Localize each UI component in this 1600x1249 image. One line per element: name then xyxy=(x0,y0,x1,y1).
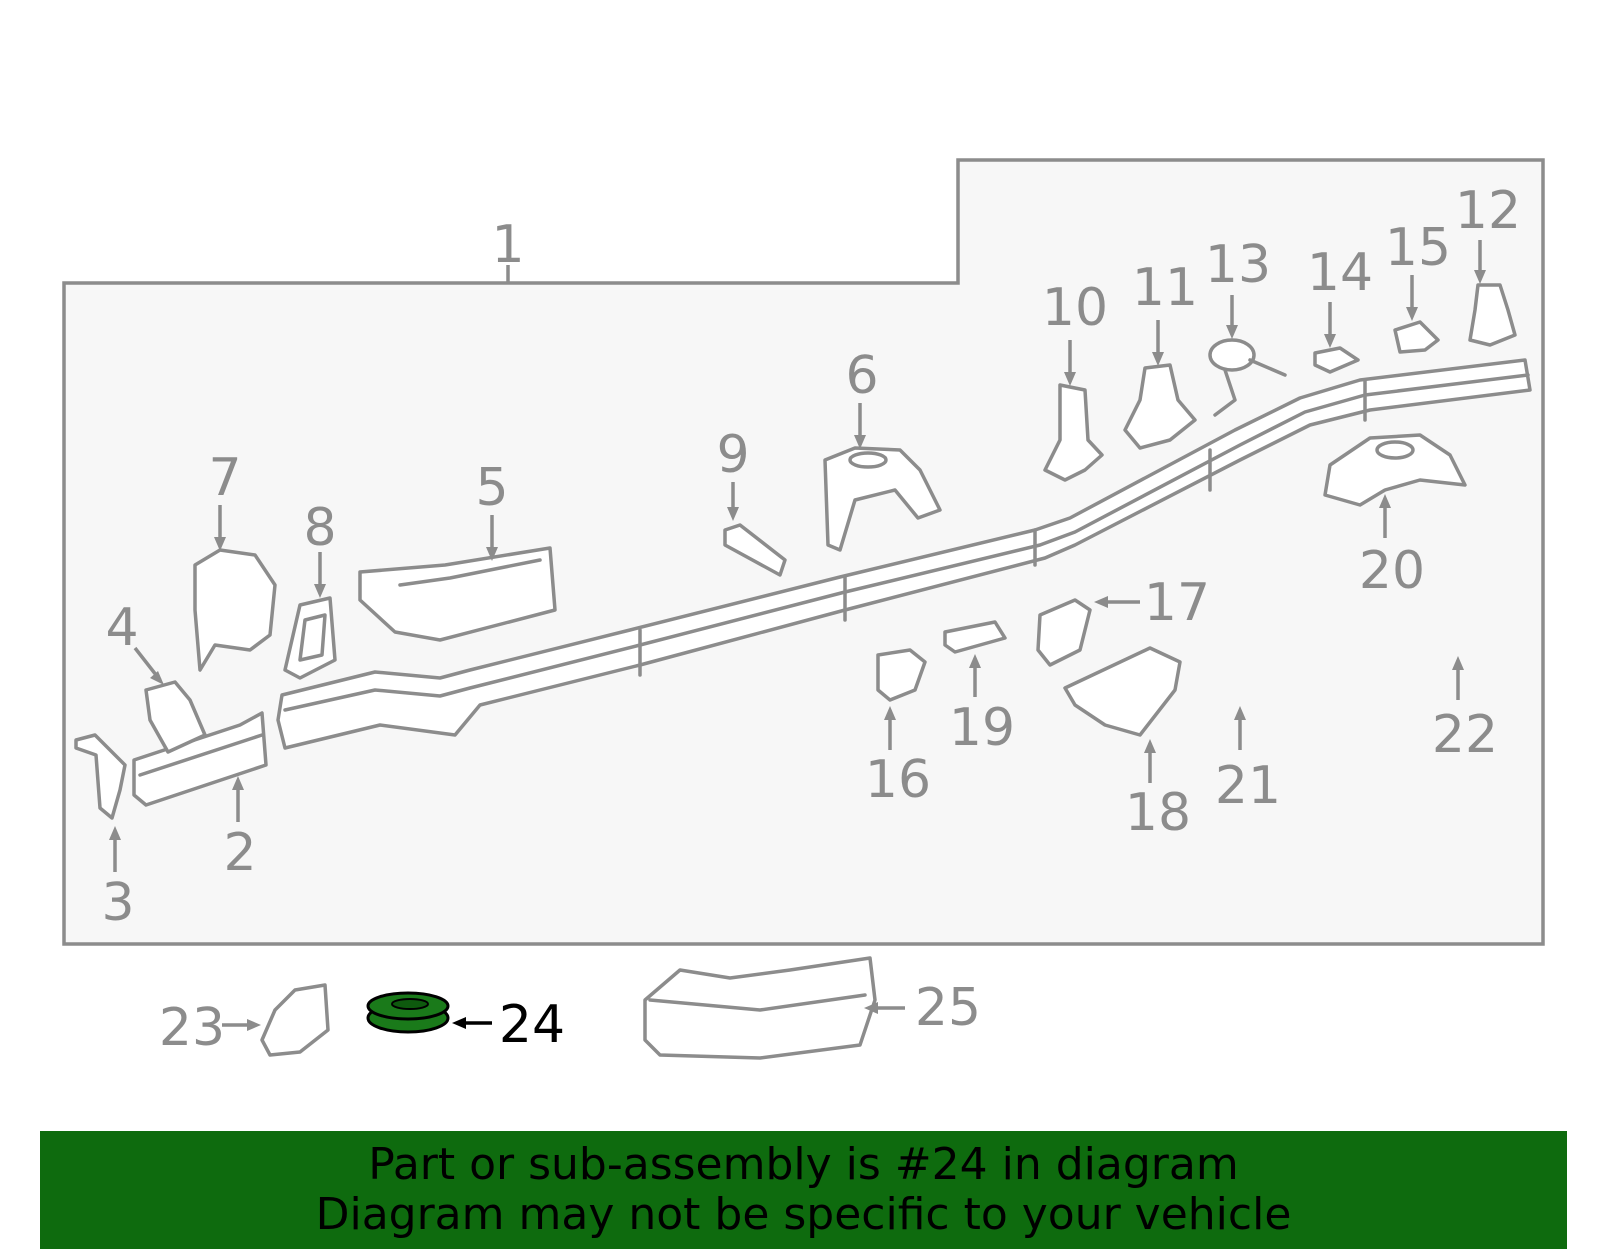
part-4[interactable] xyxy=(144,680,207,754)
callout-8: 8 xyxy=(303,498,336,558)
part-13[interactable] xyxy=(1208,338,1287,417)
part-2[interactable] xyxy=(132,711,268,807)
callout-2: 2 xyxy=(223,823,256,883)
callout-17: 17 xyxy=(1144,573,1210,633)
part-21[interactable] xyxy=(1232,625,1333,698)
part-9[interactable] xyxy=(723,523,787,577)
callout-19: 19 xyxy=(949,698,1015,758)
callout-7: 7 xyxy=(208,448,241,508)
part-25[interactable] xyxy=(643,956,877,1060)
callout-1: 1 xyxy=(491,215,524,275)
callout-18: 18 xyxy=(1125,783,1191,843)
part-5[interactable] xyxy=(358,546,557,642)
callout-12: 12 xyxy=(1455,181,1521,241)
part-20[interactable] xyxy=(1323,433,1467,507)
callout-9: 9 xyxy=(716,425,749,485)
banner-line-2: Diagram may not be specific to your vehi… xyxy=(315,1189,1292,1240)
callout-6: 6 xyxy=(845,346,878,406)
callout-10: 10 xyxy=(1042,278,1108,338)
part-7[interactable] xyxy=(193,548,277,672)
part-17[interactable] xyxy=(1036,598,1092,667)
part-11[interactable] xyxy=(1123,363,1197,450)
part-16[interactable] xyxy=(876,648,927,702)
part-24-highlighted[interactable] xyxy=(366,991,450,1034)
callout-24: 24 xyxy=(499,995,565,1055)
part-19[interactable] xyxy=(943,620,1007,654)
callout-14: 14 xyxy=(1307,243,1373,303)
callout-15: 15 xyxy=(1385,218,1451,278)
part-14[interactable] xyxy=(1313,346,1360,374)
part-15[interactable] xyxy=(1393,320,1440,354)
part-12[interactable] xyxy=(1468,283,1517,347)
callout-3: 3 xyxy=(101,873,134,933)
assembly-outline xyxy=(62,158,1545,946)
part-18[interactable] xyxy=(1063,646,1182,737)
callout-21: 21 xyxy=(1215,756,1281,816)
callout-11: 11 xyxy=(1132,258,1198,318)
part-23[interactable] xyxy=(260,983,330,1057)
callout-22: 22 xyxy=(1432,705,1498,765)
part-10[interactable] xyxy=(1043,383,1104,482)
callout-5: 5 xyxy=(475,458,508,518)
banner-line-1: Part or sub-assembly is #24 in diagram xyxy=(368,1139,1239,1190)
part-6[interactable] xyxy=(823,446,942,552)
callout-23: 23 xyxy=(159,998,225,1058)
callout-4: 4 xyxy=(105,598,138,658)
part-22[interactable] xyxy=(1452,563,1513,648)
callout-13: 13 xyxy=(1205,235,1271,295)
callout-25: 25 xyxy=(915,978,981,1038)
info-banner: Part or sub-assembly is #24 in diagram D… xyxy=(40,1131,1567,1249)
callout-16: 16 xyxy=(865,750,931,810)
frame-rail[interactable] xyxy=(276,358,1532,750)
part-8[interactable] xyxy=(283,596,337,680)
callout-20: 20 xyxy=(1359,541,1425,601)
part-3[interactable] xyxy=(74,733,127,820)
